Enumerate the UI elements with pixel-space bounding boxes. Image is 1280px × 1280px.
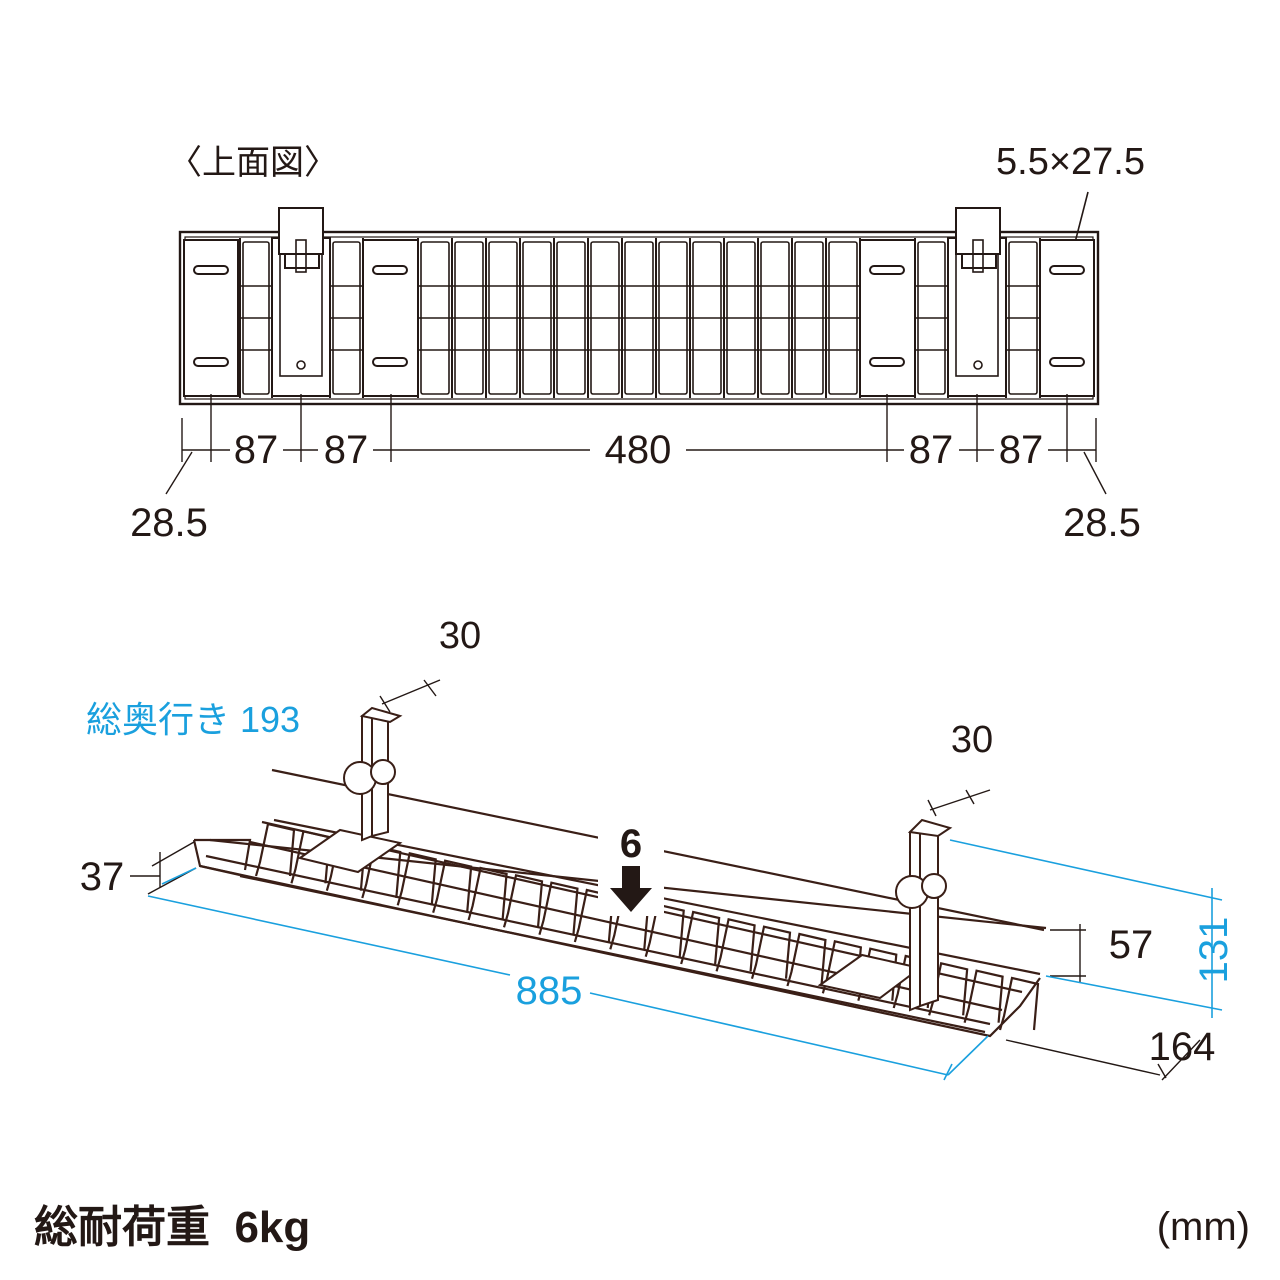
tray-rib-wire (538, 881, 579, 935)
depth-57-label: 57 (1109, 923, 1154, 967)
clamp-width-left-dim (381, 679, 441, 705)
mount-plate-left-inner (362, 239, 419, 397)
dim-left-b: 87 (324, 428, 369, 472)
length-885-dim (147, 867, 989, 1081)
dim-middle: 480 (605, 428, 672, 472)
tray-rib-wire (715, 918, 756, 972)
depth-57-dim (1050, 924, 1086, 982)
tray-rib-wire (254, 822, 296, 877)
isometric-view: 総奥行き 193 6 (80, 615, 1236, 1081)
clamp-width-right-dim (929, 789, 991, 811)
load-marker-value: 6 (620, 822, 642, 866)
dim-right-edge: 28.5 (1063, 501, 1141, 545)
tray-rib-wire (502, 874, 544, 928)
clamp-height-131-label: 131 (1192, 917, 1236, 984)
clamp-width-left-label: 30 (439, 615, 481, 657)
tray-top-outline (178, 230, 1100, 406)
top-view-title: 〈上面図〉 (168, 144, 338, 182)
clamp-left-iso (343, 706, 403, 842)
clamp-right-iso (895, 818, 953, 1012)
tray-rib-wire (928, 962, 969, 1016)
slot-size-label: 5.5×27.5 (996, 141, 1145, 183)
unit-label: (mm) (1157, 1205, 1250, 1249)
height-37-label: 37 (80, 855, 125, 899)
tray-rib-wire (963, 969, 1004, 1023)
clamp-left-top (271, 207, 331, 397)
clamp-right-top (947, 207, 1007, 397)
tray-rib-wire (680, 910, 721, 965)
tray-rib-wire (432, 859, 473, 913)
clamp-width-right-label: 30 (951, 719, 993, 761)
dim-left-a: 87 (234, 428, 279, 472)
tray-rib-wire (786, 932, 827, 987)
load-capacity-label: 総耐荷重 6kg (34, 1203, 310, 1252)
top-view: 〈上面図〉 5.5×27.5 (130, 141, 1145, 545)
dim-right-a: 87 (999, 428, 1044, 472)
tray-rib-wire (750, 925, 792, 979)
tray-rib-wire (998, 976, 1040, 1031)
iso-floor-plate-left (297, 828, 403, 874)
length-885-label: 885 (516, 969, 583, 1013)
dim-left-edge: 28.5 (130, 501, 208, 545)
mount-plate-right-outer (1039, 239, 1095, 397)
top-view-dimension-line (165, 394, 1107, 495)
tray-rib-wire (467, 866, 508, 921)
clamp-height-131-dim (949, 839, 1223, 1018)
total-depth-label: 総奥行き 193 (86, 699, 300, 740)
mount-plate-left-outer (183, 239, 239, 397)
dim-right-b: 87 (909, 428, 954, 472)
load-arrow-icon (610, 866, 652, 912)
mount-plate-right-inner (859, 239, 916, 397)
width-164-label: 164 (1149, 1025, 1216, 1069)
width-164-dim (1005, 1039, 1201, 1081)
tray-rib-wire (396, 852, 437, 906)
